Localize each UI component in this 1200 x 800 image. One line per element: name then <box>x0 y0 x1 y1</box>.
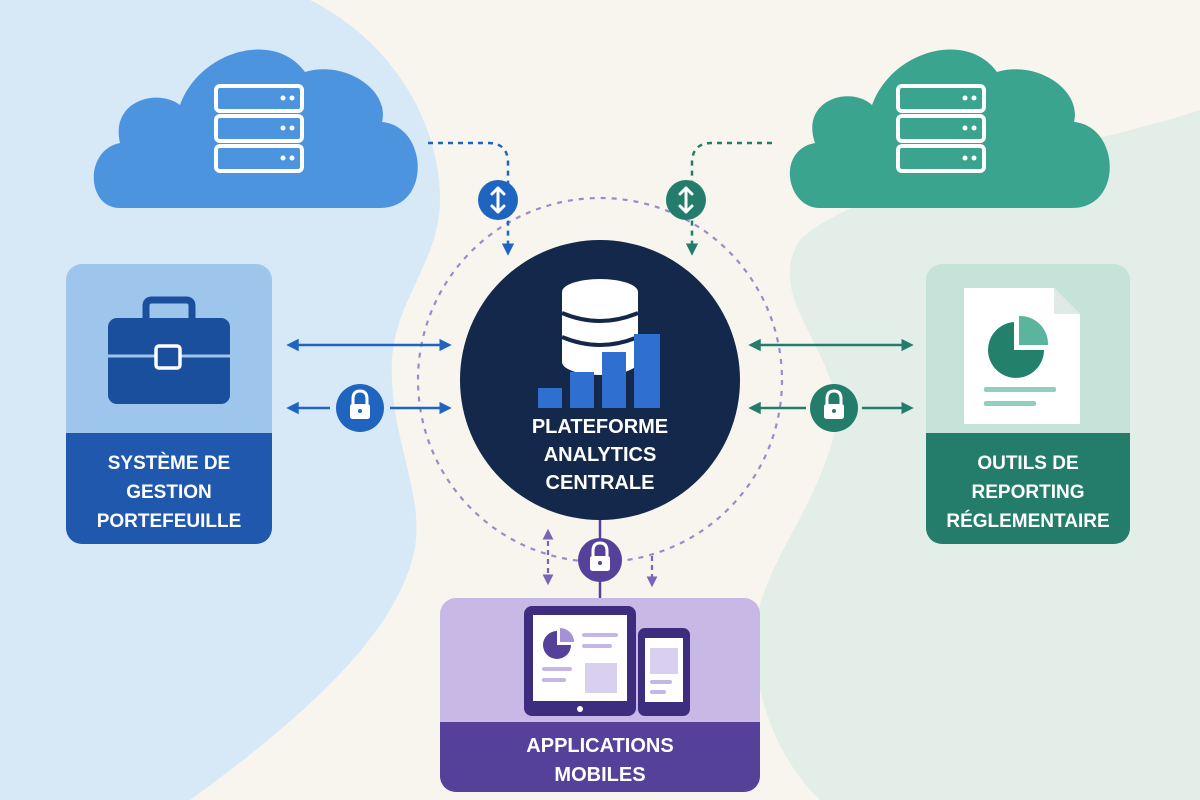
report-document-icon <box>964 288 1080 424</box>
tablet-phone-icon <box>524 606 690 716</box>
mobile-apps-label: Applications Mobiles <box>526 735 674 786</box>
connector-cloud-left <box>428 141 515 256</box>
server-stack-icon <box>896 84 986 173</box>
cloud-right-shape <box>789 49 1110 209</box>
lock-icon-left <box>336 384 384 432</box>
briefcase-icon <box>108 296 230 404</box>
portfolio-system-label: Système de Gestion Portefeuille <box>96 452 242 532</box>
cloud-left-shape <box>93 49 418 209</box>
cloud-right <box>789 49 1110 209</box>
lock-icon-right <box>810 384 858 432</box>
server-stack-icon <box>214 84 304 173</box>
central-hub <box>460 240 740 520</box>
sync-icon-right <box>666 180 706 220</box>
cloud-left <box>93 49 418 209</box>
sync-icon-left <box>478 180 518 220</box>
central-platform-label: Plateforme Analytics Centrale <box>531 416 669 494</box>
connector-cloud-right <box>685 141 772 256</box>
lock-icon-bottom <box>578 538 622 582</box>
orbit-ring <box>416 196 784 564</box>
regulatory-reporting-label: Outils de Reporting Réglementaire <box>946 452 1110 532</box>
database-analytics-icon <box>538 279 660 408</box>
